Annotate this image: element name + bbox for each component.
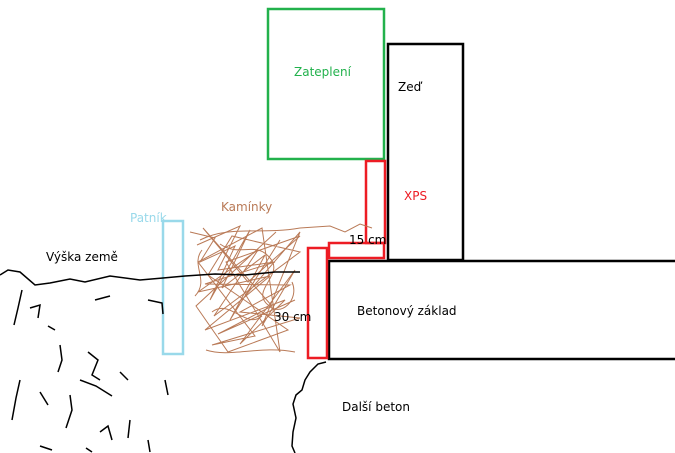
more-concrete-label: Další beton: [342, 400, 410, 414]
soil-scribbles: [11, 289, 169, 453]
post-box: [161, 219, 185, 356]
insulation-box: [266, 7, 386, 161]
wall-box: [386, 42, 465, 262]
excavation-edge: [291, 361, 327, 453]
foundation-outline: [327, 259, 675, 361]
gravel-scribble: [189, 223, 373, 354]
xps-horizontal-label: 15 cm: [349, 233, 386, 247]
xps-horizontal: [327, 241, 386, 260]
insulation-label: Zateplení: [294, 65, 352, 79]
post-label: Patník: [130, 211, 167, 225]
gravel-label: Kamínky: [221, 200, 272, 214]
ground-line: [0, 269, 300, 286]
foundation-label: Betonový základ: [357, 304, 457, 318]
wall-label: Zeď: [398, 80, 423, 94]
xps-label: XPS: [404, 189, 427, 203]
xps-vertical-lower: [306, 246, 329, 360]
depth-label: 30 cm: [274, 310, 311, 324]
xps-vertical-upper: [364, 159, 387, 245]
ground-level-label: Výška země: [46, 250, 118, 264]
